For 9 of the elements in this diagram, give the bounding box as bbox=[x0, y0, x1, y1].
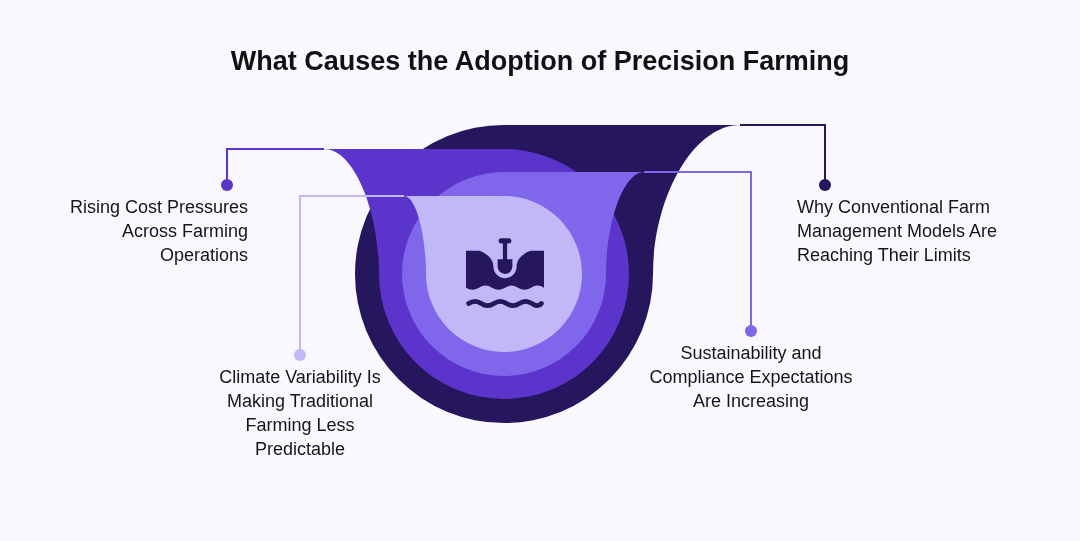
leader-line bbox=[221, 148, 325, 191]
leader-line bbox=[294, 195, 405, 361]
cause-label: Sustainability and Compliance Expectations Are Increasing bbox=[648, 341, 854, 413]
diagram-title: What Causes the Adoption of Precision Farming bbox=[230, 45, 850, 78]
cause-label: Why Conventional Farm Management Models Are Reaching Their Limits bbox=[797, 195, 999, 267]
cause-label: Rising Cost Pressures Across Farming Operations bbox=[68, 195, 248, 267]
leader-line bbox=[643, 171, 757, 337]
cause-label: Climate Variability Is Making Traditional Farming Less Predictable bbox=[218, 365, 382, 461]
leader-line bbox=[739, 124, 831, 191]
